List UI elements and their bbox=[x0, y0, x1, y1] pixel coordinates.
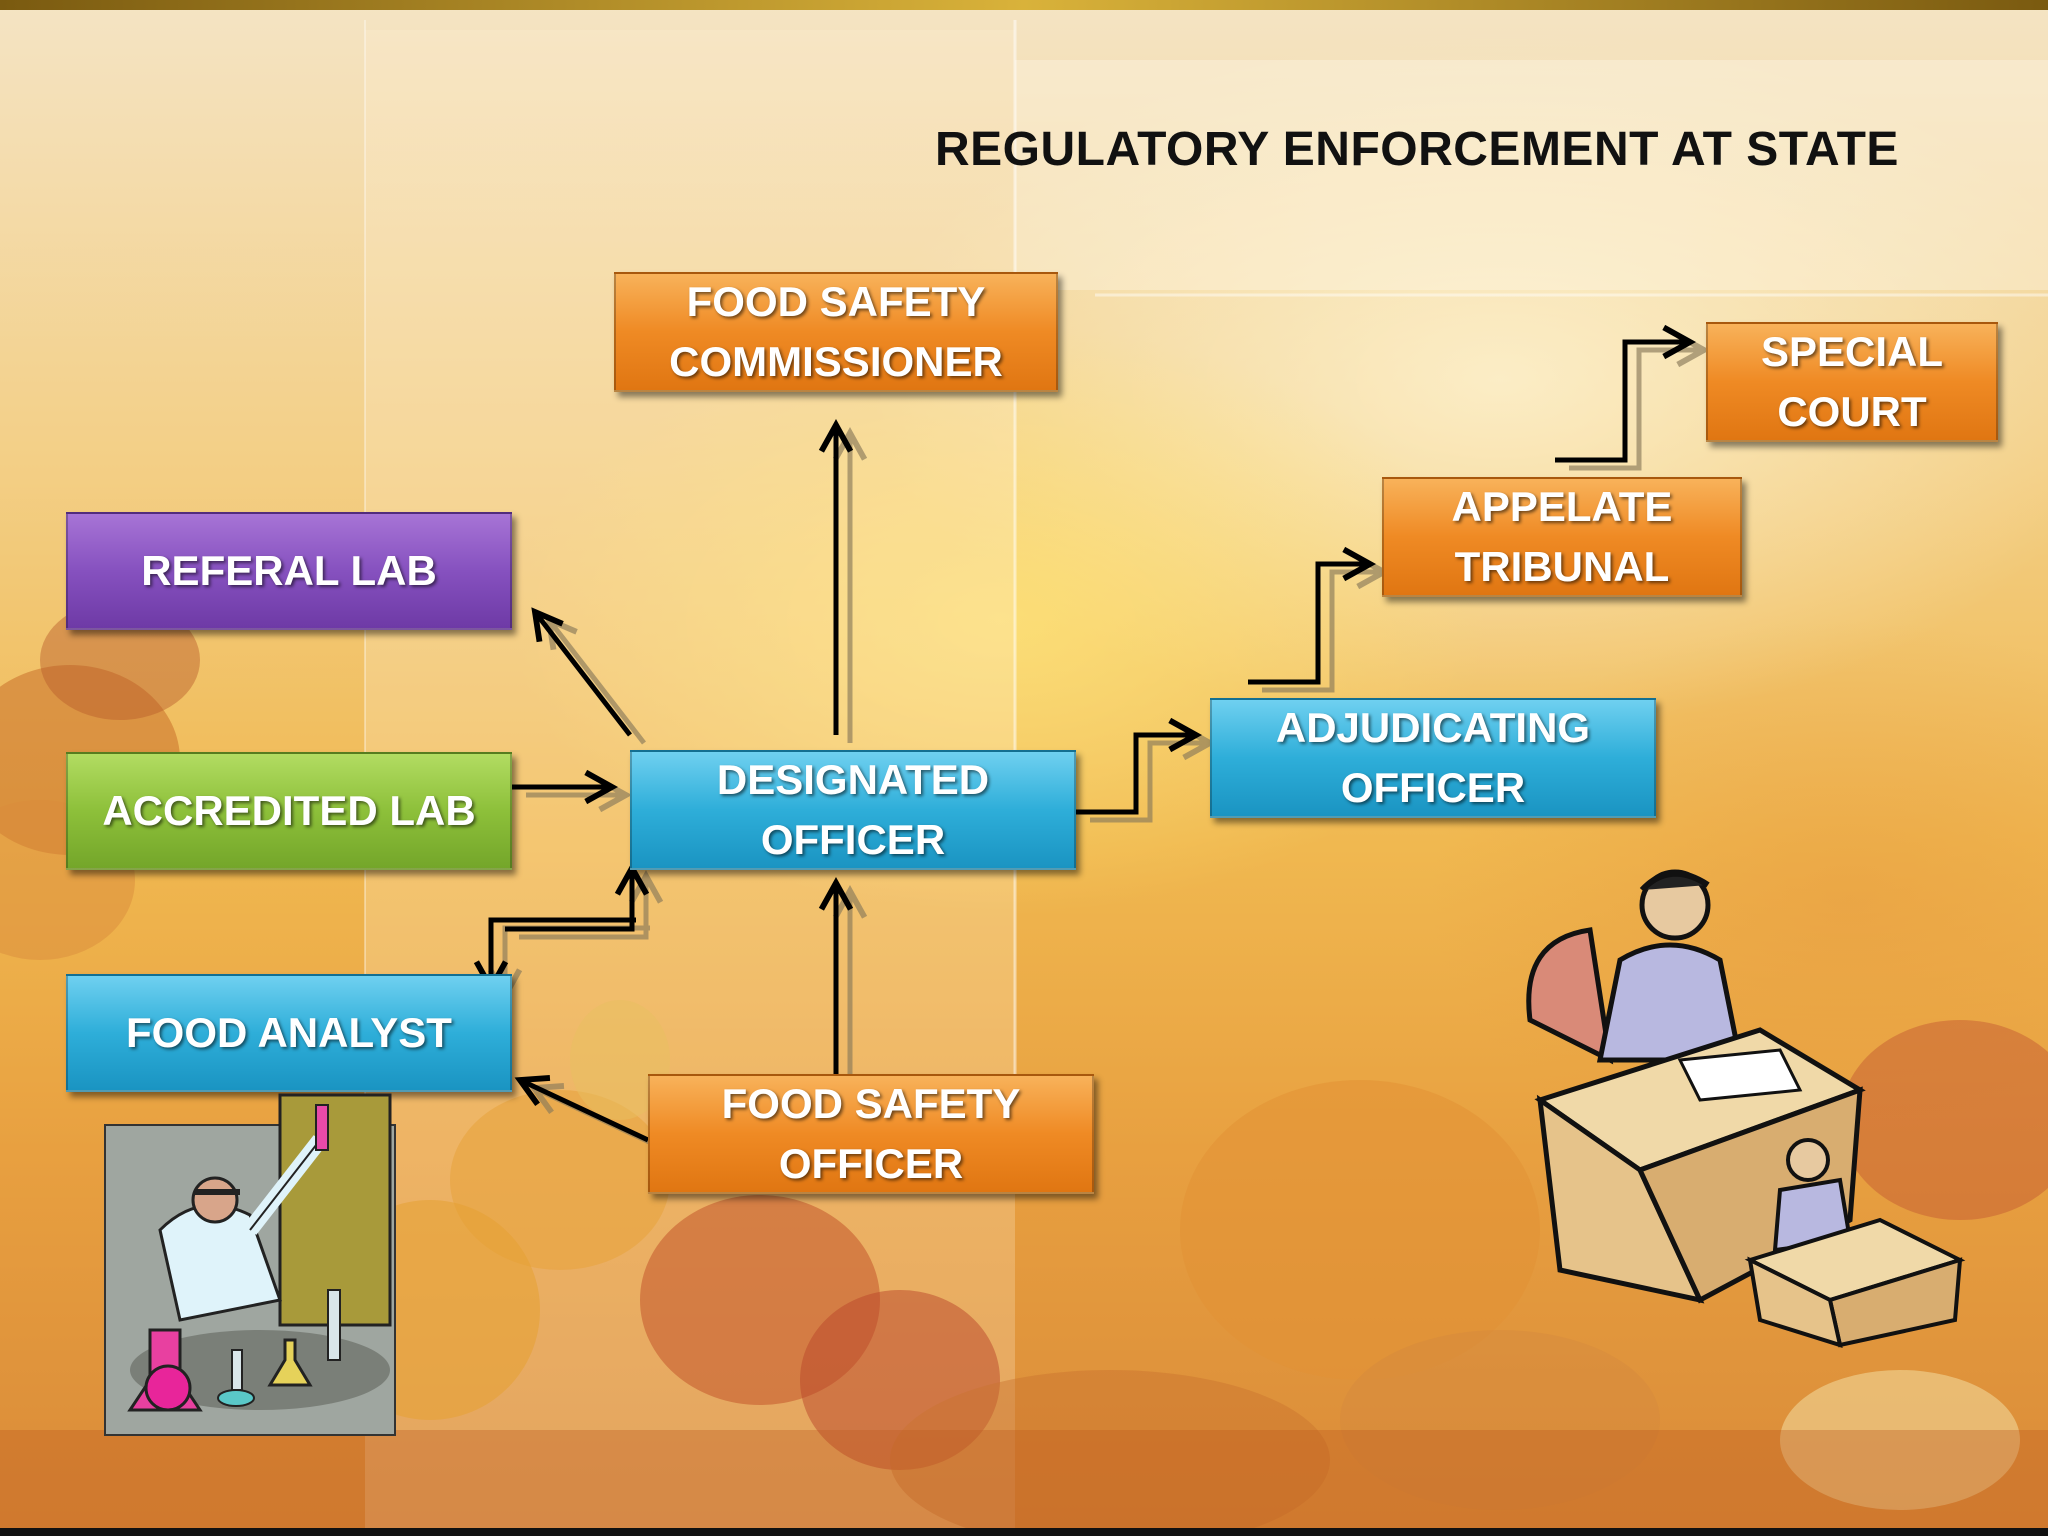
node-adjudicating-officer: ADJUDICATING OFFICER bbox=[1210, 698, 1656, 818]
top-border bbox=[0, 0, 2048, 10]
node-appelate-tribunal: APPELATE TRIBUNAL bbox=[1382, 477, 1742, 597]
connector-arrow bbox=[1248, 564, 1370, 685]
node-label-line: FOOD SAFETY bbox=[686, 278, 986, 325]
connector-arrow bbox=[505, 868, 632, 932]
node-label-line: COMMISSIONER bbox=[669, 338, 1003, 385]
node-label-line: DESIGNATED bbox=[716, 756, 990, 803]
bottom-border bbox=[0, 1528, 2048, 1536]
node-label-line: TRIBUNAL bbox=[1454, 543, 1670, 590]
connector-shadow bbox=[549, 620, 646, 745]
node-accredited-lab: ACCREDITED LAB bbox=[66, 752, 512, 870]
node-label-line: OFFICER bbox=[760, 816, 946, 863]
node-special-court: SPECIAL COURT bbox=[1706, 322, 1998, 442]
page-title: REGULATORY ENFORCEMENT AT STATE bbox=[935, 123, 1899, 176]
connector-shadow bbox=[519, 876, 646, 940]
connector-arrow bbox=[520, 1080, 650, 1143]
node-food-analyst: FOOD ANALYST bbox=[66, 974, 512, 1092]
node-designated-officer: DESIGNATED OFFICER bbox=[630, 750, 1076, 870]
connector-arrow bbox=[491, 917, 636, 988]
connector-arrow bbox=[1555, 342, 1690, 463]
node-label-line: REFERAL LAB bbox=[141, 547, 437, 594]
node-label-line: SPECIAL bbox=[1760, 328, 1944, 375]
lab-scientist-clipart bbox=[104, 1093, 396, 1436]
node-label-line: ACCREDITED LAB bbox=[102, 787, 476, 834]
node-label-line: COURT bbox=[1777, 388, 1927, 435]
node-referal-lab: REFERAL LAB bbox=[66, 512, 512, 630]
node-food-safety-commissioner: FOOD SAFETY COMMISSIONER bbox=[614, 272, 1058, 392]
node-label-line: ADJUDICATING bbox=[1275, 704, 1591, 751]
officials-at-desks-clipart bbox=[1526, 869, 1966, 1348]
node-label-line: OFFICER bbox=[1340, 764, 1526, 811]
connector-arrow bbox=[535, 612, 632, 737]
node-label-line: OFFICER bbox=[778, 1140, 964, 1187]
connector-arrow bbox=[1076, 735, 1196, 815]
node-food-safety-officer: FOOD SAFETY OFFICER bbox=[648, 1074, 1094, 1194]
node-label-line: FOOD ANALYST bbox=[126, 1009, 452, 1056]
node-label-line: APPELATE bbox=[1451, 483, 1673, 530]
node-label-line: FOOD SAFETY bbox=[721, 1080, 1021, 1127]
